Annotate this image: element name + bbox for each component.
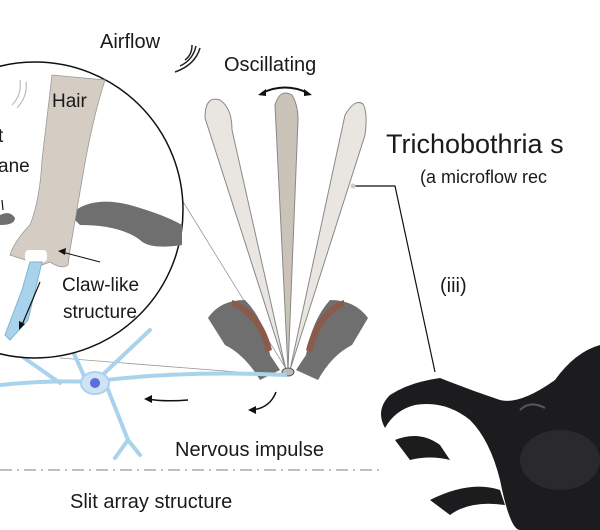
neuron [0,328,287,460]
hair-label: Hair [52,91,87,112]
magnified-view [0,61,184,359]
hair-right [289,101,367,371]
oscillating-label: Oscillating [224,54,317,76]
subtitle-label: (a microflow rec [420,167,548,187]
dendrite [4,261,43,341]
leader-line [355,185,436,373]
nervous-impulse-label: Nervous impulse [175,439,324,461]
scorpion-photo [381,345,600,530]
membrane-label-partial-1: t [0,126,4,147]
hair-center [274,92,299,371]
membrane-label-partial-2: ane [0,156,30,177]
nucleus [90,378,100,388]
panel-label: (iii) [440,275,467,297]
claw-label-line1: Claw-like [62,275,140,296]
slit-array-label: Slit array structure [70,491,233,513]
airflow-label: Airflow [100,31,161,53]
impulse-arrow-icon [146,398,189,402]
oscillating-arrow-icon [261,86,309,94]
hair-left [204,98,287,371]
zoom-line-top [181,199,289,373]
oscillating-hairs [204,92,367,371]
hair-magnified [9,74,106,268]
membrane [70,201,182,247]
title-label: Trichobothria s [386,129,564,159]
claw-label-line2: structure [63,302,137,323]
airflow-icon [174,44,201,73]
